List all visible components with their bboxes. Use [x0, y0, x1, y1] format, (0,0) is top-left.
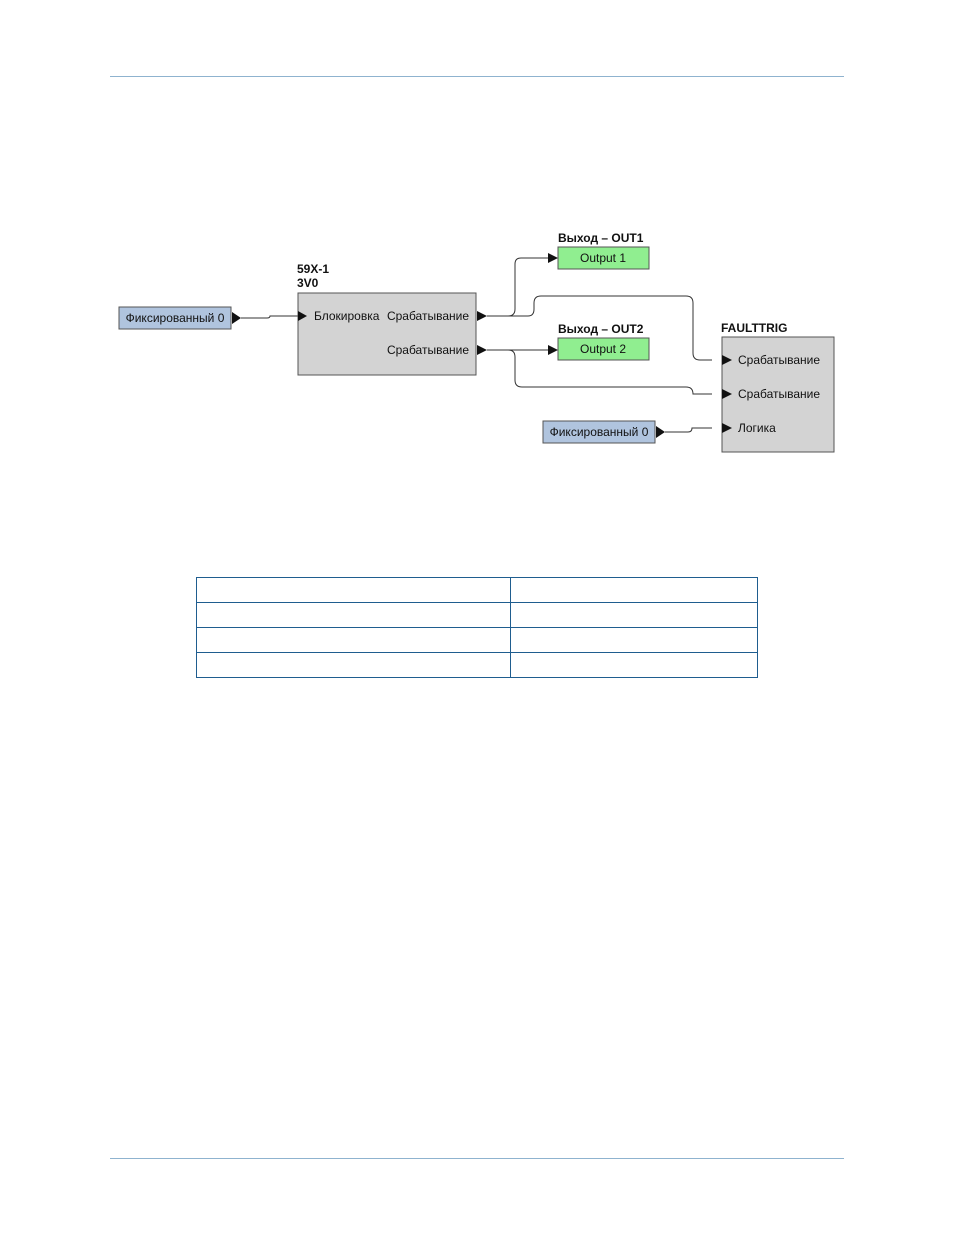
table-row: [196, 652, 758, 678]
block-59x-title-line2: 3V0: [297, 276, 319, 290]
footer-rule: [110, 1158, 844, 1159]
table-row: [196, 577, 758, 603]
block-output2-arrow-icon: [477, 345, 487, 355]
block-59x-1[interactable]: 59X-1 3V0 Блокировка Срабатывание Срабат…: [297, 262, 487, 376]
block-faulttrig[interactable]: FAULTTRIG Срабатывание Срабатывание Логи…: [721, 321, 835, 453]
wire-trip1-to-out1: [487, 257, 548, 317]
output-out1[interactable]: Выход – OUT1 Output 1: [548, 231, 650, 270]
out2-title: Выход – OUT2: [558, 322, 644, 336]
faulttrig-input1-arrow-icon: [722, 355, 732, 365]
block-59x-output2-label: Срабатывание: [387, 343, 469, 357]
out2-input-arrow-icon: [548, 345, 558, 355]
table-cell: [510, 627, 758, 653]
table-cell: [510, 602, 758, 628]
block-input-arrow-icon: [298, 311, 307, 321]
out1-title: Выход – OUT1: [558, 231, 644, 245]
wire-trip1-to-faulttrig: [487, 295, 712, 361]
block-59x-output1-label: Срабатывание: [387, 309, 469, 323]
fixed-input-left-arrow-icon: [232, 312, 241, 324]
wires: [241, 257, 712, 433]
table-row: [196, 602, 758, 628]
faulttrig-input3-arrow-icon: [722, 423, 732, 433]
fixed-input-left[interactable]: Фиксированный 0: [118, 306, 241, 330]
table-cell: [510, 577, 758, 603]
table-cell: [196, 627, 511, 653]
table-row: [196, 627, 758, 653]
table-cell: [196, 602, 511, 628]
block-59x-title-line1: 59X-1: [297, 262, 329, 276]
fixed-input-left-label: Фиксированный 0: [126, 311, 225, 325]
faulttrig-title: FAULTTRIG: [721, 321, 787, 335]
faulttrig-input2-label: Срабатывание: [738, 387, 820, 401]
out2-label: Output 2: [580, 342, 626, 356]
faulttrig-input3-label: Логика: [738, 421, 776, 435]
wire-fixed0-to-logic: [665, 427, 712, 433]
block-output1-arrow-icon: [477, 311, 487, 321]
header-rule: [110, 76, 844, 77]
output-out2[interactable]: Выход – OUT2 Output 2: [548, 322, 650, 361]
out1-label: Output 1: [580, 251, 626, 265]
table-cell: [196, 652, 511, 678]
logic-diagram: Фиксированный 0 59X-1 3V0 Блокировка Сра…: [118, 231, 835, 453]
block-59x-input-label: Блокировка: [314, 309, 380, 323]
table-cell: [510, 652, 758, 678]
wire-trip2-to-faulttrig: [487, 349, 712, 395]
fixed-input-right-arrow-icon: [656, 426, 665, 438]
fixed-input-right-label: Фиксированный 0: [550, 425, 649, 439]
faulttrig-input1-label: Срабатывание: [738, 353, 820, 367]
faulttrig-input2-arrow-icon: [722, 389, 732, 399]
out1-input-arrow-icon: [548, 253, 558, 263]
fixed-input-right[interactable]: Фиксированный 0: [542, 420, 665, 444]
wire-fixed0-to-block: [241, 315, 298, 319]
table-cell: [196, 577, 511, 603]
empty-table: [196, 577, 758, 678]
